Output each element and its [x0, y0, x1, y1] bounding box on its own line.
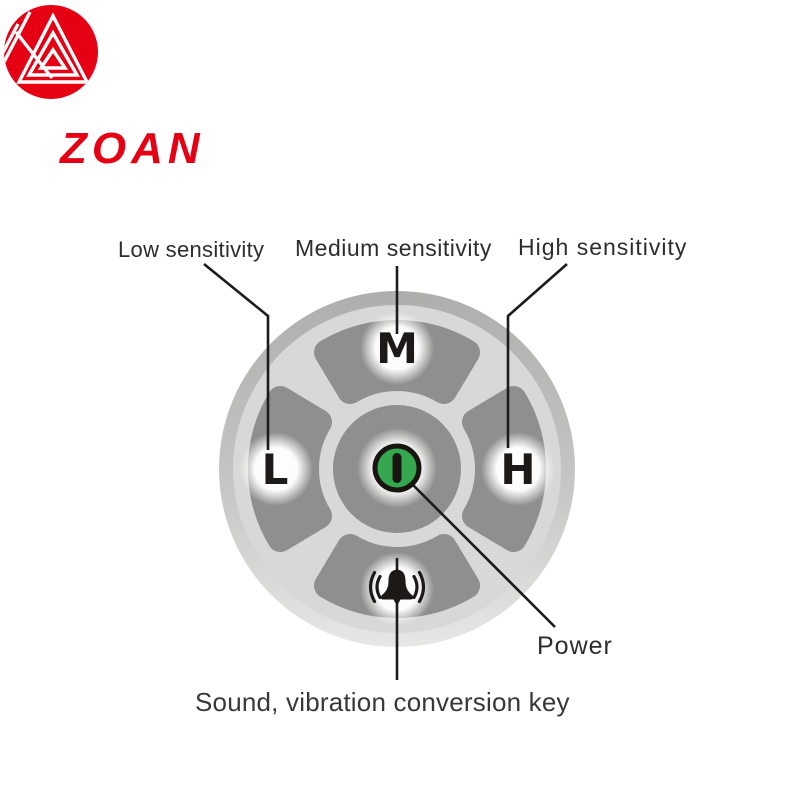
- power-bar-icon: [392, 453, 402, 483]
- leader-line-power: [403, 475, 556, 628]
- zoan-logo-icon: [4, 5, 98, 99]
- brand-wordmark: ZOAN: [60, 124, 205, 173]
- label-high-sensitivity: High sensitivity: [518, 234, 688, 260]
- key-letter-low: L: [262, 445, 289, 494]
- leader-line-high: [506, 263, 568, 448]
- label-low-sensitivity: Low sensitivity: [118, 237, 265, 262]
- key-letter-high: H: [500, 445, 535, 494]
- label-power: Power: [537, 632, 613, 660]
- label-sound-vibration: Sound, vibration conversion key: [195, 687, 570, 717]
- leader-line-low: [203, 262, 270, 450]
- key-glows: [239, 311, 555, 626]
- power-key: [372, 443, 422, 493]
- label-medium-sensitivity: Medium sensitivity: [295, 235, 492, 261]
- bell-icon: [368, 569, 426, 606]
